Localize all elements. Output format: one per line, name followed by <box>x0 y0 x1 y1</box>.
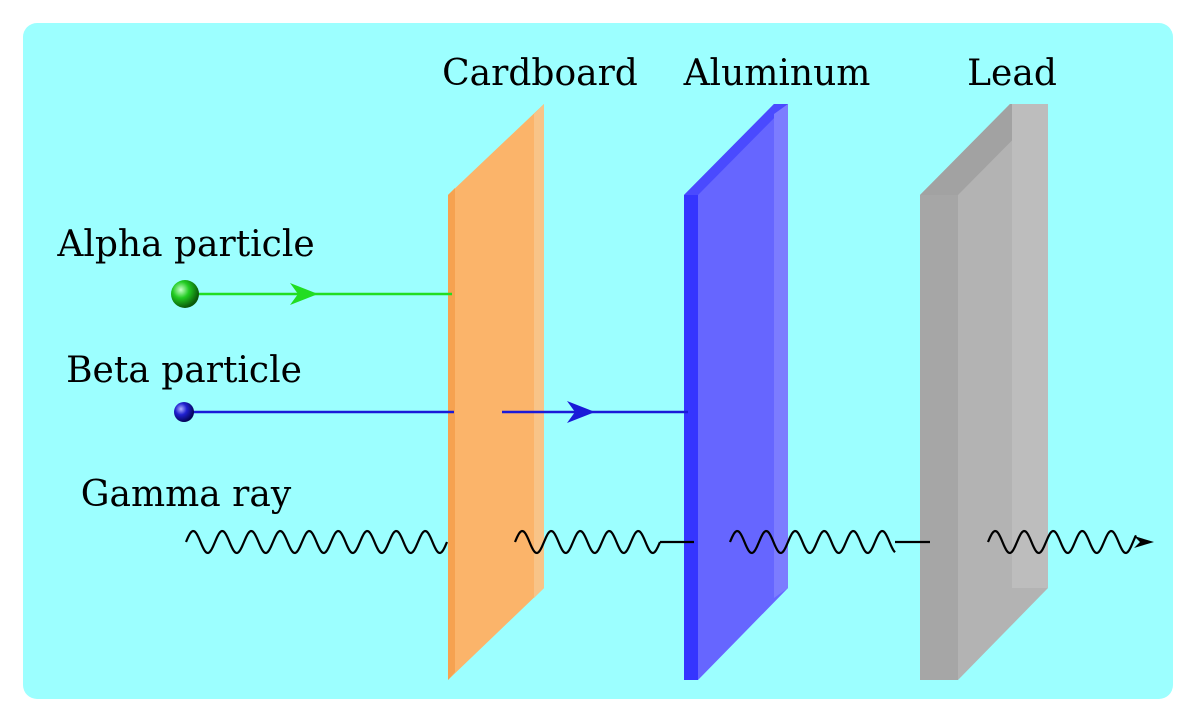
cardboard-label: Cardboard <box>442 53 638 94</box>
gamma-wave-segment <box>184 529 449 555</box>
alpha-particle-ball <box>171 280 199 308</box>
background-panel <box>23 23 1173 699</box>
beta-arrow-icon <box>567 401 595 423</box>
aluminum-label: Aluminum <box>683 53 871 94</box>
aluminum-sheet <box>684 104 788 680</box>
beta-particle-ball <box>174 402 194 422</box>
alpha-track <box>171 280 452 308</box>
gamma-wave-segment <box>986 529 1137 555</box>
gamma-track <box>184 529 1137 555</box>
alpha-label: Alpha particle <box>56 224 314 265</box>
beta-label: Beta particle <box>66 350 302 391</box>
gamma-wave-segment <box>513 529 662 555</box>
gamma-label: Gamma ray <box>81 474 292 515</box>
gamma-wave-segment <box>728 529 896 555</box>
gamma-arrow-icon <box>1134 536 1154 548</box>
lead-label: Lead <box>967 53 1057 94</box>
lead-block <box>920 104 1048 680</box>
cardboard-sheet <box>448 104 544 680</box>
beta-track <box>174 401 688 423</box>
alpha-arrow-icon <box>290 283 318 305</box>
